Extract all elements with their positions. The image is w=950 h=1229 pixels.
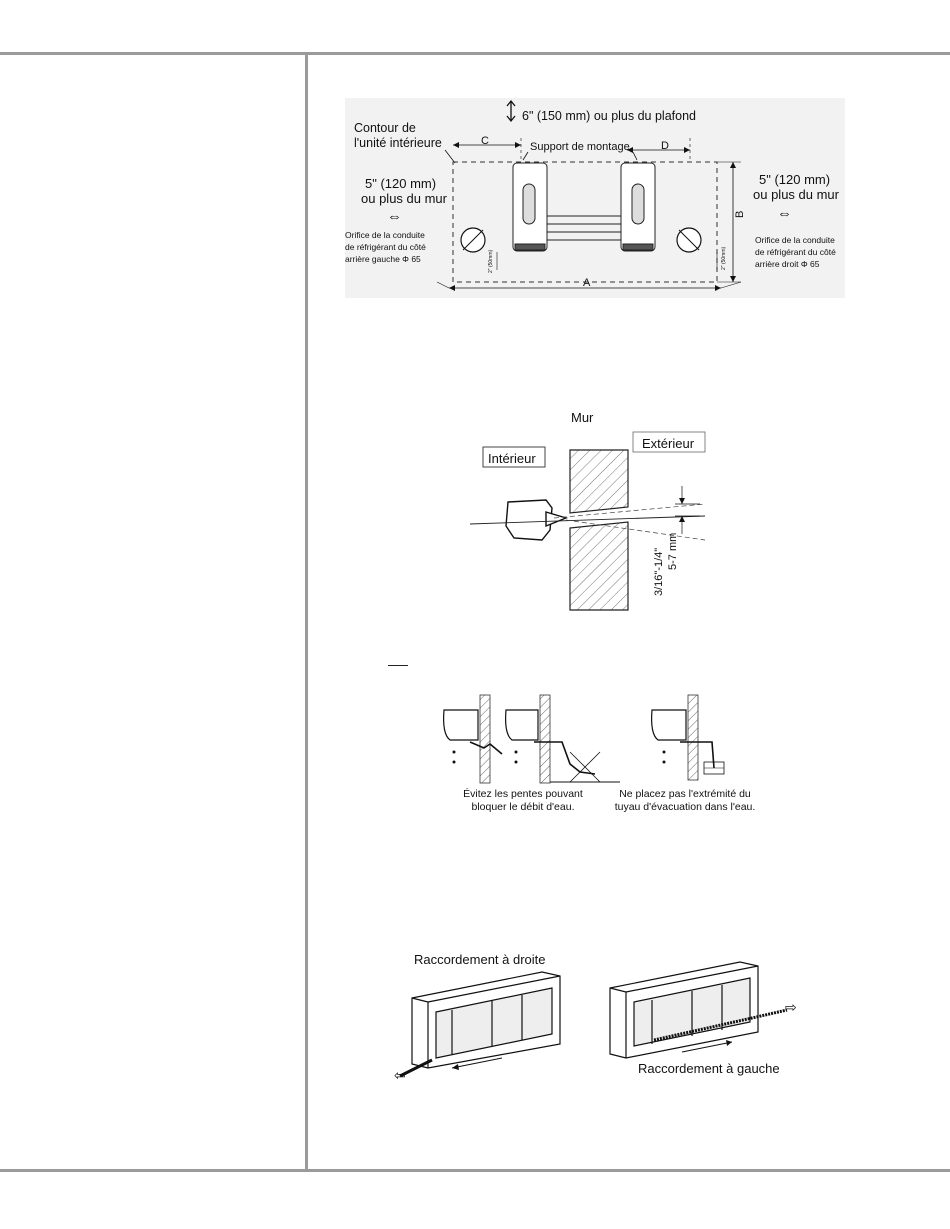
dimension-c-label: C: [481, 135, 489, 147]
indoor-unit-contour: [452, 161, 718, 283]
mounting-support-label: Support de montage: [530, 141, 630, 153]
slope-warning-caption-line2: bloquer le débit d'eau.: [471, 801, 574, 813]
left-wall-clearance-line2: ou plus du mur: [361, 191, 448, 206]
contour-label-line1: Contour de: [354, 121, 416, 135]
right-hole-label-line2: de réfrigérant du côté: [755, 247, 836, 257]
wall-label: Mur: [571, 410, 594, 425]
exterior-box: [632, 431, 706, 453]
left-wall-clearance-line1: 5" (120 mm): [365, 176, 436, 191]
drain-pipe-diagram: Évitez les pentes pouvant bloquer le déb…: [443, 694, 756, 813]
wall-upper-section: [569, 449, 629, 514]
ceiling-arrow-icon: [506, 99, 516, 123]
left-hole-label-line2: de réfrigérant du côté: [345, 242, 426, 252]
indoor-unit-icon: [651, 709, 687, 741]
exterior-label: Extérieur: [642, 436, 695, 451]
left-connection-label: Raccordement à gauche: [638, 1061, 780, 1076]
indoor-unit-right-connection: [411, 971, 561, 1069]
top-rule: [0, 52, 950, 55]
right-hole-label-line1: Orifice de la conduite: [755, 235, 835, 245]
ceiling-clearance-label: 6" (150 mm) ou plus du plafond: [522, 109, 696, 123]
right-wall-clearance-line2: ou plus du mur: [753, 187, 840, 202]
dimension-b-label: B: [734, 211, 746, 218]
right-hole-label-line3: arrière droit Φ 65: [755, 259, 820, 269]
left-double-arrow-icon: ⇔: [387, 208, 402, 225]
dimension-a-label: A: [583, 277, 591, 289]
indoor-unit-icon: [505, 709, 539, 741]
left-arrow-icon: ⇦: [394, 1067, 406, 1083]
right-double-arrow-icon: ⇔: [777, 205, 792, 222]
slope-warning-caption-line1: Évitez les pentes pouvant: [463, 787, 583, 800]
bottom-rule: [0, 1169, 950, 1172]
slope-inch-label: 3/16"-1/4": [653, 548, 665, 596]
slope-mm-label: 5-7 mm: [667, 533, 679, 570]
underline-mark: [388, 665, 408, 666]
interior-box: [482, 446, 546, 468]
water-warning-caption-line1: Ne placez pas l'extrémité du: [619, 788, 751, 800]
dimension-d-label: D: [661, 140, 669, 152]
contour-label-line2: l'unité intérieure: [354, 136, 442, 150]
indoor-unit-left-connection: [609, 961, 759, 1059]
right-wall-clearance-line1: 5" (120 mm): [759, 172, 830, 187]
wall-lower-section: [569, 521, 629, 611]
indoor-unit-icon: [443, 709, 479, 741]
left-hole-label-line1: Orifice de la conduite: [345, 230, 425, 240]
right-small-dimension: 2" (50mm): [721, 246, 727, 270]
connection-direction-diagram: Raccordement à droite ⇦ ⇨ Raccordement à…: [394, 952, 797, 1083]
right-arrow-icon: ⇨: [785, 999, 797, 1015]
column-divider: [305, 55, 308, 1171]
left-hole-label-line3: arrière gauche Φ 65: [345, 254, 421, 264]
drill-icon: [505, 499, 569, 541]
right-connection-label: Raccordement à droite: [414, 952, 546, 967]
left-small-dimension: 2" (50mm): [488, 249, 494, 273]
mounting-plate-diagram: 6" (150 mm) ou plus du plafond Contour d…: [345, 98, 845, 298]
interior-label: Intérieur: [488, 451, 536, 466]
wall-drilling-diagram: Mur Extérieur Intérieur 3/16"-1/4" 5-7 m…: [470, 410, 706, 611]
mounting-plate: [512, 162, 656, 252]
water-warning-caption-line2: tuyau d'évacuation dans l'eau.: [615, 801, 756, 813]
